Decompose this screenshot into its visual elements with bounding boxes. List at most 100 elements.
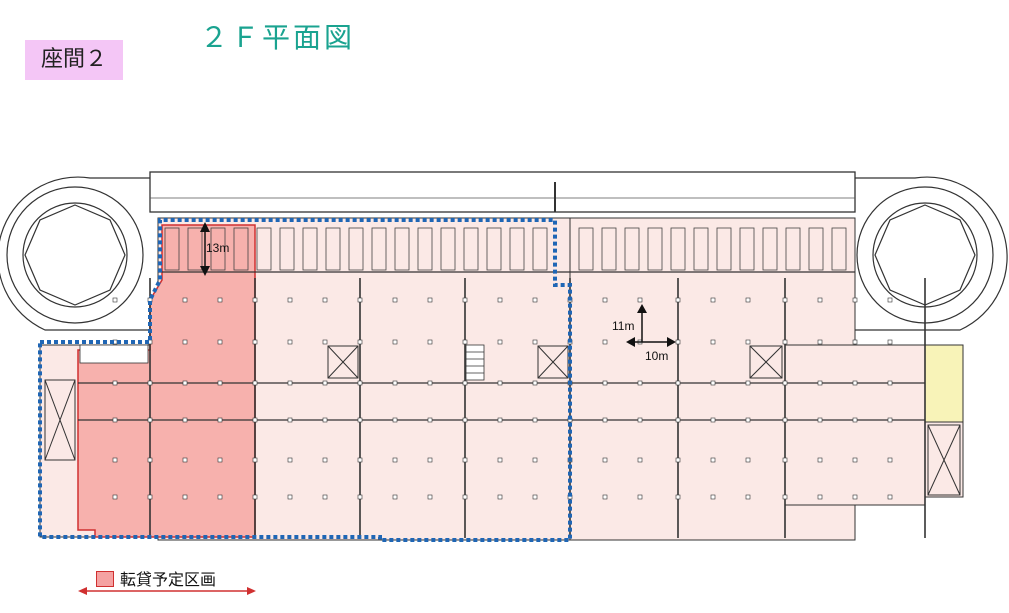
dock-bay — [601, 227, 617, 271]
column — [147, 457, 153, 463]
column — [497, 457, 503, 463]
column — [782, 494, 788, 500]
column — [182, 457, 188, 463]
void-east — [927, 424, 961, 496]
column — [462, 417, 468, 423]
column — [887, 457, 893, 463]
column — [252, 457, 258, 463]
column — [887, 380, 893, 386]
column — [322, 380, 328, 386]
legend-label: 転貸予定区画 — [120, 570, 217, 589]
column — [147, 417, 153, 423]
legend: 転貸予定区画 — [96, 566, 216, 590]
dock-bay — [279, 227, 295, 271]
span-x-label: 10m — [645, 349, 668, 363]
column — [602, 297, 608, 303]
column — [392, 380, 398, 386]
column — [357, 457, 363, 463]
column — [637, 380, 643, 386]
column — [287, 380, 293, 386]
column — [497, 339, 503, 345]
dock-bay — [417, 227, 433, 271]
column — [322, 339, 328, 345]
column — [497, 380, 503, 386]
dock-bay — [210, 227, 226, 271]
dock-bay — [647, 227, 663, 271]
column — [462, 339, 468, 345]
column — [637, 417, 643, 423]
column — [217, 339, 223, 345]
column — [217, 297, 223, 303]
dock-bay — [371, 227, 387, 271]
column — [217, 457, 223, 463]
column — [392, 297, 398, 303]
column — [322, 457, 328, 463]
column — [112, 417, 118, 423]
dock-bay — [394, 227, 410, 271]
dock-bay — [739, 227, 755, 271]
dock-bay — [578, 227, 594, 271]
column — [745, 380, 751, 386]
dock-bay — [256, 227, 272, 271]
legend-arrow — [78, 587, 256, 595]
column — [427, 457, 433, 463]
dock-bay — [716, 227, 732, 271]
span-y-label: 11m — [612, 319, 634, 333]
column — [357, 494, 363, 500]
column — [782, 297, 788, 303]
dock-bay — [233, 227, 249, 271]
dock-bay — [325, 227, 341, 271]
column — [322, 417, 328, 423]
left-ramp — [0, 176, 150, 331]
column — [427, 380, 433, 386]
column — [852, 339, 858, 345]
column — [182, 380, 188, 386]
column — [357, 417, 363, 423]
column — [602, 457, 608, 463]
column — [675, 494, 681, 500]
dock-bay — [302, 227, 318, 271]
page-title: ２Ｆ平面図 — [200, 21, 356, 54]
column — [602, 494, 608, 500]
column — [710, 380, 716, 386]
column — [322, 297, 328, 303]
dimension-span: 11m 10m — [612, 304, 676, 363]
column — [602, 417, 608, 423]
dimension-depth: 13m — [200, 222, 229, 276]
stair-west — [79, 344, 149, 364]
dock-bay — [831, 227, 847, 271]
column — [745, 457, 751, 463]
column — [675, 417, 681, 423]
column — [287, 494, 293, 500]
column — [852, 457, 858, 463]
column — [252, 494, 258, 500]
floor-area-far-east — [784, 344, 926, 506]
column — [675, 297, 681, 303]
column — [782, 380, 788, 386]
column — [710, 494, 716, 500]
dock-bay — [670, 227, 686, 271]
dock-bay — [187, 227, 203, 271]
column — [497, 494, 503, 500]
column — [745, 339, 751, 345]
dock-bay — [693, 227, 709, 271]
column — [287, 297, 293, 303]
column — [392, 457, 398, 463]
structural-grid — [78, 278, 926, 538]
dock-bay — [532, 227, 548, 271]
column — [252, 380, 258, 386]
void-1 — [327, 345, 359, 379]
dock-bay — [785, 227, 801, 271]
column — [392, 494, 398, 500]
column — [675, 457, 681, 463]
column — [182, 417, 188, 423]
column — [532, 380, 538, 386]
column — [745, 417, 751, 423]
column — [745, 297, 751, 303]
column — [817, 339, 823, 345]
right-ramp — [855, 176, 1008, 331]
column — [392, 417, 398, 423]
column — [182, 297, 188, 303]
column — [852, 417, 858, 423]
